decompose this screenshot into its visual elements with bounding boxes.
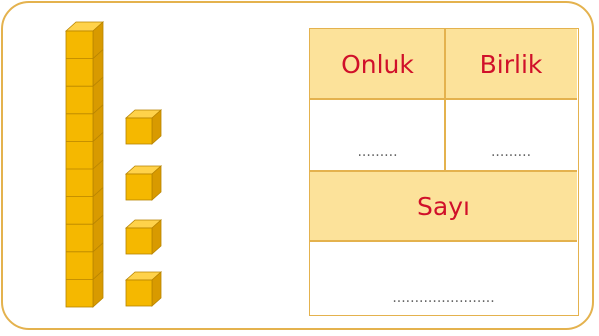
tens-answer-cell[interactable]: ......... [310,99,445,171]
ones-answer-blank: ......... [490,144,532,160]
unit-cube-1 [124,109,163,145]
number-header: Sayı [310,171,577,241]
tens-header: Onluk [310,29,445,99]
row-divider-1 [310,98,577,100]
ones-header-label: Birlik [479,49,543,79]
ones-answer-cell[interactable]: ......... [445,99,577,171]
tens-answer-blank: ......... [357,144,398,160]
tens-header-label: Onluk [341,49,414,79]
row-divider-2 [310,170,577,172]
unit-cube-4 [124,271,163,307]
column-divider [444,29,446,171]
number-answer-cell[interactable]: ....................... [310,241,577,314]
row-divider-3 [310,240,577,242]
place-value-table: Onluk Birlik ......... ......... Sayı ..… [309,28,579,316]
number-header-label: Sayı [417,191,470,221]
number-answer-blank: ....................... [392,289,495,306]
ones-header: Birlik [445,29,577,99]
unit-cube-2 [124,165,163,201]
unit-cube-3 [124,219,163,255]
ten-rod-block [64,21,105,308]
